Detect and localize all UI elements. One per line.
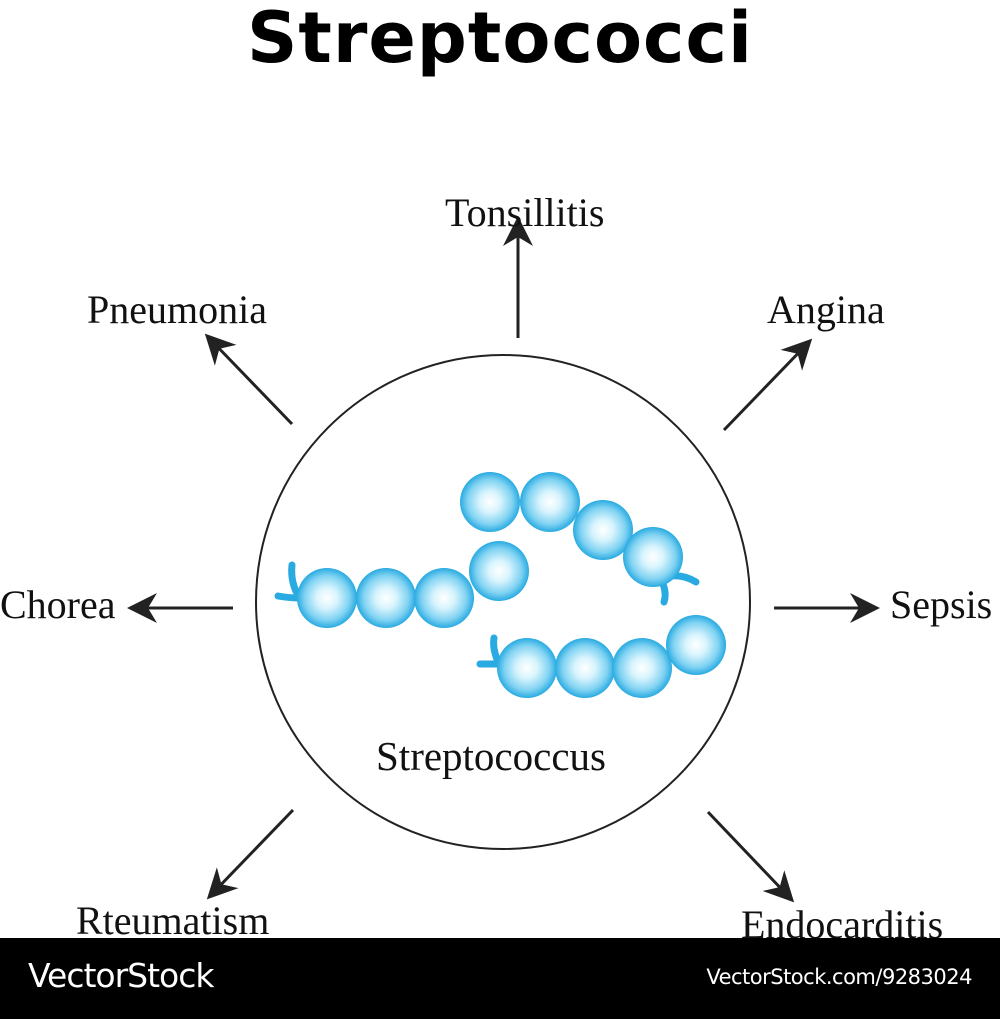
coccus-chain-2 bbox=[460, 472, 683, 587]
label-chorea: Chorea bbox=[0, 582, 116, 627]
page-title: Streptococci bbox=[246, 0, 754, 79]
label-sepsis: Sepsis bbox=[890, 582, 993, 627]
label-tonsillitis: Tonsillitis bbox=[445, 190, 605, 235]
coccus bbox=[414, 568, 474, 628]
coccus-chain-1 bbox=[297, 541, 529, 628]
coccus bbox=[520, 472, 580, 532]
label-angina: Angina bbox=[767, 287, 885, 332]
arrow-angina bbox=[722, 338, 813, 432]
label-pneumonia: Pneumonia bbox=[87, 287, 267, 332]
cell-circle bbox=[255, 354, 751, 850]
coccus bbox=[666, 615, 726, 675]
footer-bar: VectorStock VectorStock.com/9283024 bbox=[0, 938, 1000, 1019]
source-url[interactable]: VectorStock.com/9283024 bbox=[706, 965, 972, 989]
coccus bbox=[623, 527, 683, 587]
coccus bbox=[573, 500, 633, 560]
coccus bbox=[356, 568, 416, 628]
center-label-streptococcus: Streptococcus bbox=[376, 733, 606, 779]
arrow-rteumatism bbox=[206, 808, 295, 900]
coccus bbox=[612, 638, 672, 698]
coccus bbox=[497, 638, 557, 698]
coccus bbox=[469, 541, 529, 601]
arrow-endocarditis bbox=[706, 810, 795, 903]
brand-logo[interactable]: VectorStock bbox=[28, 956, 214, 995]
coccus-chain-3 bbox=[497, 615, 726, 698]
coccus bbox=[460, 472, 520, 532]
label-rteumatism: Rteumatism bbox=[76, 898, 270, 943]
arrow-pneumonia bbox=[204, 333, 294, 426]
coccus bbox=[555, 638, 615, 698]
coccus bbox=[297, 568, 357, 628]
